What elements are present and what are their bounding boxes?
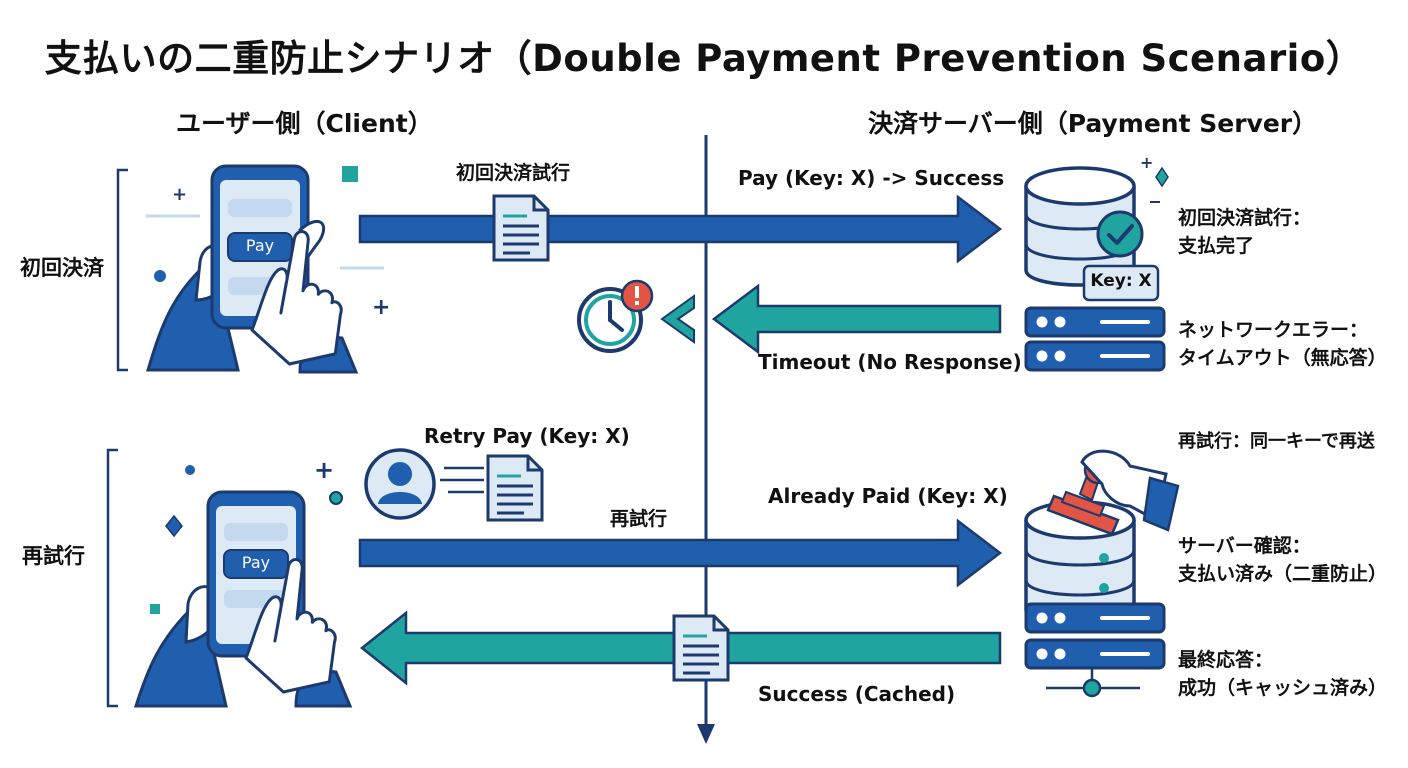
clock-alert-icon (577, 279, 654, 353)
svg-text:+: + (314, 456, 334, 484)
arrow-timeout-chevron (660, 294, 695, 344)
database-server-icon-first (1024, 166, 1160, 302)
smartphone-icon-retry (133, 490, 353, 708)
document-icon-retry (486, 454, 544, 522)
label-retry-pay: Retry Pay (Key: X) (424, 424, 630, 448)
document-icon-response (672, 614, 730, 682)
label-pay-success: Pay (Key: X) -> Success (738, 166, 1005, 190)
row-label-first: 初回決済 (20, 256, 104, 280)
column-header-client: ユーザー側（Client） (176, 109, 433, 138)
rack-server-icon-4 (1024, 638, 1166, 670)
note-final-body: 成功（キャッシュ済み） (1178, 677, 1388, 699)
bracket-first (116, 168, 128, 372)
server-key-badge: Key: X (1090, 271, 1152, 291)
bracket-retry (106, 448, 118, 708)
note-network-title: ネットワークエラー： (1178, 319, 1369, 341)
svg-text:+: + (172, 184, 187, 205)
note-check-body: 支払い済み（二重防止） (1178, 563, 1388, 585)
label-timeout: Timeout (No Response) (758, 350, 1022, 374)
label-first-attempt: 初回決済試行 (456, 162, 571, 184)
arrow-timeout (711, 283, 1002, 355)
arrow-retry-request (358, 518, 1003, 588)
note-final-title: 最終応答： (1178, 649, 1274, 671)
pay-button-label-retry: Pay (241, 553, 271, 572)
svg-text:+: + (1140, 153, 1153, 172)
sparkle-dot (154, 270, 166, 282)
stamp-icon (1046, 449, 1180, 536)
rack-server-icon-2 (1024, 340, 1166, 372)
rack-server-icon-3 (1024, 602, 1166, 634)
svg-text:+: + (372, 295, 390, 320)
network-node (1082, 678, 1102, 698)
document-icon-first (492, 194, 550, 262)
label-retry: 再試行 (610, 508, 668, 530)
note-first-body: 支払完了 (1178, 235, 1255, 257)
column-header-server: 決済サーバー側（Payment Server） (868, 109, 1318, 138)
note-network-body: タイムアウト（無応答） (1178, 347, 1387, 369)
timeline-arrowhead (697, 724, 715, 744)
pay-button-label-first: Pay (245, 236, 275, 255)
user-avatar-icon (364, 448, 436, 520)
note-resend: 再試行：同一キーで再送 (1178, 431, 1375, 452)
label-already-paid: Already Paid (Key: X) (768, 484, 1008, 508)
sparkle-square (342, 166, 358, 182)
page-title: 支払いの二重防止シナリオ（Double Payment Prevention S… (44, 37, 1364, 80)
note-first-title: 初回決済試行： (1178, 207, 1312, 229)
rack-server-icon-1 (1024, 306, 1166, 338)
arrow-pay-request (358, 194, 1003, 264)
row-label-retry: 再試行 (22, 544, 85, 568)
label-success-cached: Success (Cached) (758, 682, 956, 706)
smartphone-icon-first (145, 164, 359, 374)
note-check-title: サーバー確認： (1178, 535, 1311, 557)
